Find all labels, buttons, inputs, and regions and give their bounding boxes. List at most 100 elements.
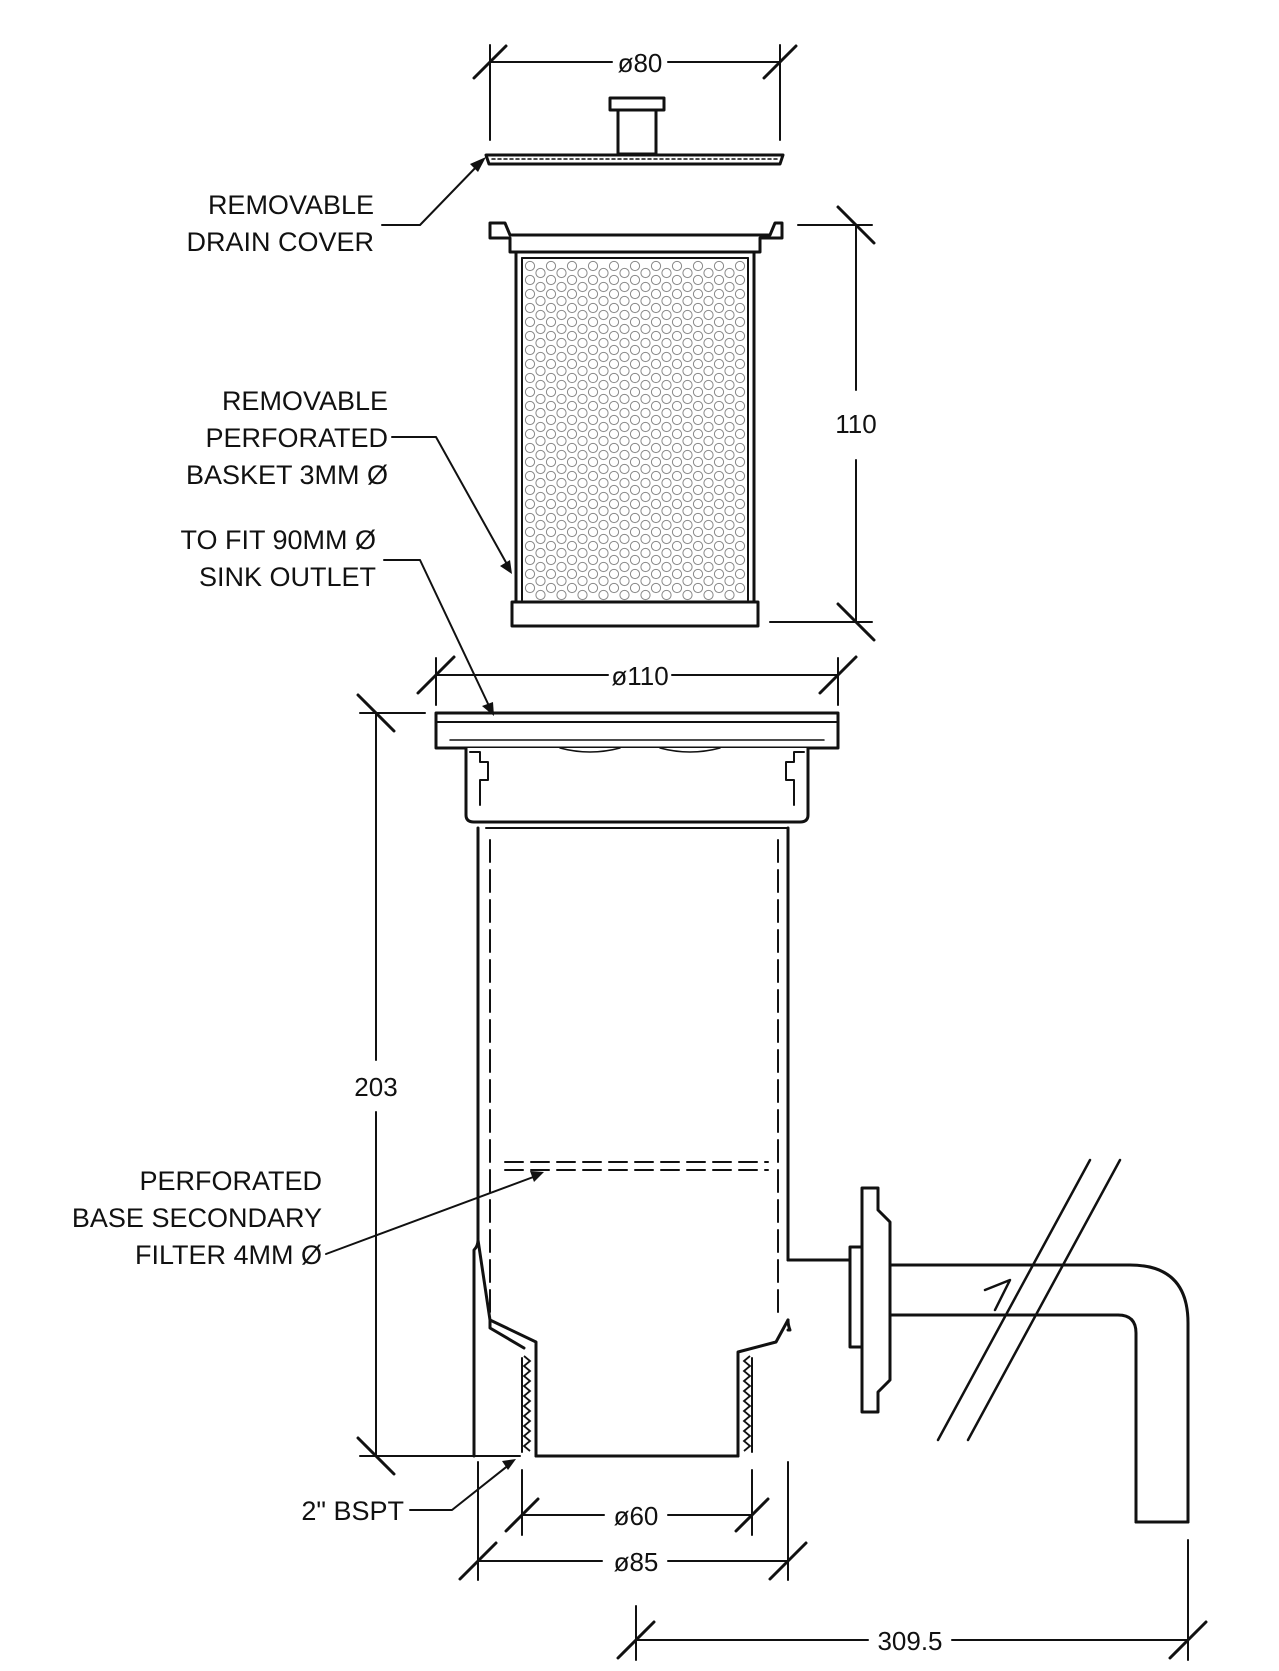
perforation-hole — [608, 470, 620, 482]
perforation-hole — [640, 561, 651, 573]
perforation-hole — [587, 316, 599, 328]
perforation-hole — [608, 288, 620, 300]
perforation-hole — [671, 498, 683, 510]
perforation-hole — [671, 344, 683, 356]
perforation-hole — [703, 295, 714, 307]
thread-teeth — [742, 1355, 752, 1452]
perforation-hole — [608, 260, 620, 272]
perforation-hole — [535, 505, 546, 517]
perforation-hole — [682, 393, 693, 405]
perforation-hole — [724, 323, 735, 335]
perforation-hole — [598, 575, 609, 587]
perforation-hole — [608, 568, 620, 580]
perforation-hole — [587, 442, 599, 454]
perforation-hole — [619, 533, 630, 545]
perforation-hole — [734, 344, 746, 356]
outlet-body — [472, 826, 852, 1458]
perforation-hole — [724, 505, 735, 517]
perforation-hole — [692, 344, 704, 356]
perforation-hole — [692, 456, 704, 468]
perforation-hole — [703, 547, 714, 559]
perforation-hole — [661, 351, 672, 363]
perforation-hole — [671, 260, 683, 272]
perforation-hole — [587, 498, 599, 510]
perforation-hole — [640, 393, 651, 405]
perforation-hole — [545, 540, 557, 552]
perforation-hole — [587, 400, 599, 412]
perforation-hole — [650, 498, 662, 510]
perforation-hole — [545, 274, 557, 286]
perforation-hole — [713, 442, 725, 454]
perforation-hole — [608, 484, 620, 496]
perforation-hole — [587, 456, 599, 468]
perforation-hole — [524, 498, 536, 510]
perforation-hole — [587, 582, 599, 594]
perforation-hole — [629, 554, 641, 566]
callout-sink-outlet: TO FIT 90MM Ø SINK OUTLET — [180, 525, 494, 716]
perforation-hole — [545, 428, 557, 440]
perforation-hole — [524, 344, 536, 356]
perforation-hole — [619, 575, 630, 587]
perforation-hole — [682, 281, 693, 293]
perforation-hole — [619, 407, 630, 419]
perforation-hole — [682, 351, 693, 363]
perforation-hole — [713, 554, 725, 566]
perforation-hole — [671, 512, 683, 524]
perforation-hole — [661, 407, 672, 419]
perforation-hole — [661, 295, 672, 307]
perforation-hole — [608, 386, 620, 398]
perforation-hole — [608, 316, 620, 328]
perforation-hole — [524, 414, 536, 426]
perforation-hole — [587, 386, 599, 398]
perforation-hole — [598, 351, 609, 363]
perforation-hole — [734, 456, 746, 468]
perforation-hole — [650, 568, 662, 580]
perforation-hole — [629, 456, 641, 468]
perforation-hole — [682, 561, 693, 573]
perforation-hole — [556, 435, 567, 447]
perforation-hole — [535, 351, 546, 363]
perforation-hole — [556, 267, 567, 279]
perforation-hole — [598, 491, 609, 503]
perforation-hole — [545, 456, 557, 468]
perforation-hole — [650, 428, 662, 440]
perforation-hole — [661, 449, 672, 461]
perforation-hole — [734, 498, 746, 510]
perforation-hole — [535, 491, 546, 503]
perforation-hole — [650, 288, 662, 300]
perforation-hole — [682, 435, 693, 447]
perforation-hole — [734, 372, 746, 384]
perforation-hole — [524, 316, 536, 328]
perforation-hole — [703, 435, 714, 447]
perforation-hole — [577, 547, 588, 559]
overflow-pipe — [848, 1158, 1190, 1524]
perforation-hole — [608, 512, 620, 524]
perforation-hole — [703, 379, 714, 391]
callout-basket: REMOVABLE PERFORATED BASKET 3MM Ø — [186, 386, 512, 574]
perforation-hole — [713, 302, 725, 314]
perforation-hole — [703, 407, 714, 419]
perforation-hole — [608, 372, 620, 384]
perforation-hole — [640, 281, 651, 293]
perforation-hole — [671, 288, 683, 300]
perforation-hole — [545, 470, 557, 482]
perforation-hole — [545, 316, 557, 328]
perforation-hole — [724, 337, 735, 349]
perforation-hole — [682, 491, 693, 503]
perforation-hole — [734, 358, 746, 370]
perforation-hole — [724, 351, 735, 363]
perforation-hole — [671, 302, 683, 314]
perforation-hole — [682, 337, 693, 349]
perforation-hole — [608, 554, 620, 566]
perforation-hole — [671, 358, 683, 370]
perforation-hole — [713, 288, 725, 300]
perforation-hole — [566, 302, 578, 314]
perforation-hole — [734, 386, 746, 398]
perforation-hole — [556, 547, 567, 559]
perforation-hole — [671, 568, 683, 580]
perforation-hole — [535, 295, 546, 307]
perforation-hole — [640, 407, 651, 419]
perforation-hole — [692, 442, 704, 454]
perforation-hole — [724, 449, 735, 461]
perforation-hole — [692, 582, 704, 594]
